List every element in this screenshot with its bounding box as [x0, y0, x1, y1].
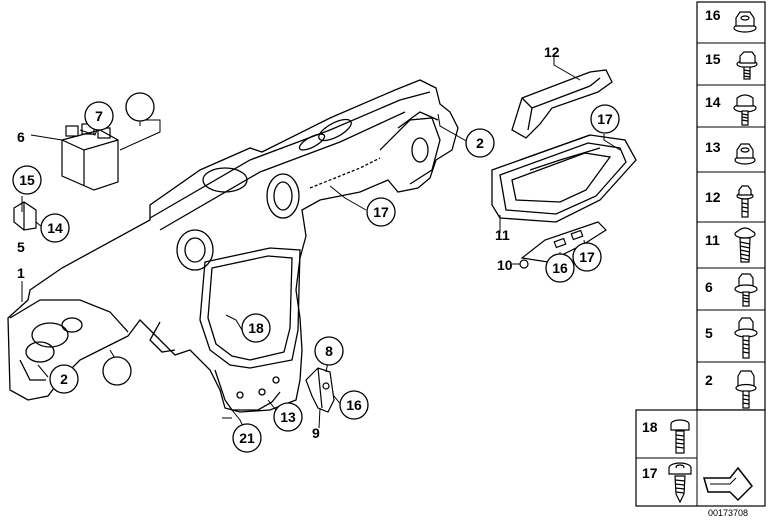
direction-arrow-icon — [703, 466, 753, 502]
flange-nut-icon — [733, 11, 757, 33]
legend-num-5: 5 — [705, 325, 713, 341]
support-bracket-drawing — [305, 367, 335, 413]
long-hex-bolt-icon — [735, 370, 757, 409]
callout-2-left: 2 — [60, 371, 68, 387]
callout-12: 14 — [47, 220, 63, 236]
callout-17-bottom: 21 — [239, 430, 255, 446]
callout-1: 1 — [17, 265, 25, 281]
legend-num-16: 16 — [705, 7, 721, 23]
legend-num-12: 12 — [705, 189, 721, 205]
callout-14: 16 — [552, 260, 568, 276]
hex-bolt-long-icon — [734, 317, 758, 359]
legend-num-18: 18 — [642, 419, 658, 435]
callout-15: 16 — [346, 397, 362, 413]
hex-bolt-washer-icon — [736, 51, 758, 80]
legend-num-13: 13 — [705, 139, 721, 155]
legend-num-6: 6 — [705, 279, 713, 295]
circled-callouts — [12, 92, 620, 453]
relay-holder-drawing — [61, 123, 119, 191]
callout-10: 12 — [544, 44, 560, 60]
legend-num-15: 15 — [705, 51, 721, 67]
callout-13: 15 — [19, 172, 35, 188]
callout-9: 11 — [495, 227, 510, 243]
collar-screw-icon — [733, 94, 757, 126]
angle-bracket-drawing — [13, 201, 37, 231]
legend-num-17: 17 — [642, 465, 658, 481]
screw-legend-bottom: 18 17 — [635, 409, 766, 507]
callout-7: 9 — [312, 425, 320, 441]
callout-17-center: 18 — [248, 320, 264, 336]
hex-nut-icon — [734, 143, 756, 165]
diagram-id: 00173708 — [708, 508, 748, 518]
callout-8: 10 — [497, 257, 513, 273]
expanding-screw-icon — [734, 227, 756, 263]
legend-num-11: 11 — [705, 232, 720, 248]
instrument-carrier-drawing — [7, 79, 459, 413]
hardware-legend: 16 15 14 13 12 11 6 5 2 — [696, 1, 766, 411]
callout-16-bottom: 17 — [579, 249, 595, 265]
glovebox-cover-drawing — [511, 69, 613, 139]
torx-screw-icon — [670, 419, 690, 454]
hex-screw-icon — [736, 185, 754, 218]
callout-2-right: 2 — [476, 135, 484, 151]
callout-5: 7 — [95, 108, 103, 124]
callout-3: 5 — [17, 239, 25, 255]
legend-num-14: 14 — [705, 94, 721, 110]
glovebox-frame-drawing — [491, 134, 637, 223]
callout-4: 6 — [17, 129, 25, 145]
legend-num-2: 2 — [705, 372, 713, 388]
callout-6: 8 — [325, 343, 333, 359]
self-tapping-screw-icon — [668, 462, 692, 504]
callout-17-right: 17 — [373, 204, 389, 220]
callout-11: 13 — [280, 409, 296, 425]
callout-16-top: 17 — [597, 111, 613, 127]
hex-bolt-icon — [734, 273, 758, 307]
